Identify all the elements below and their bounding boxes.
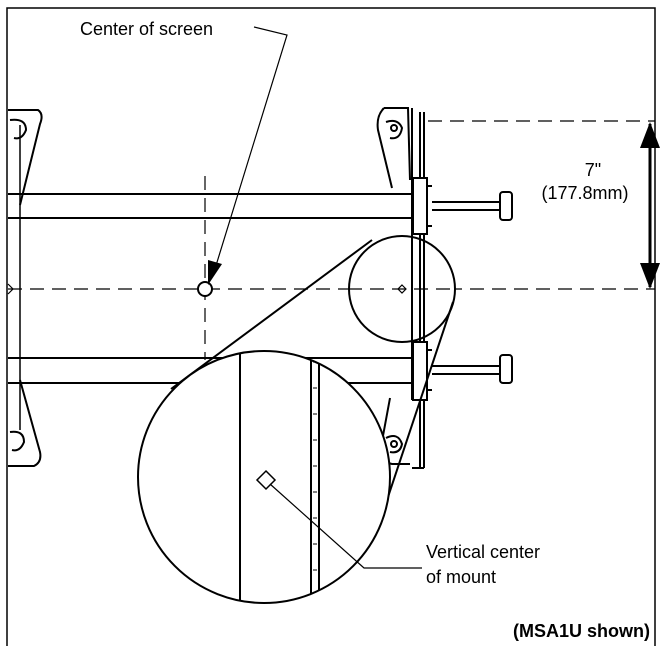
- lower-arm: [432, 354, 513, 384]
- dimension-mm: (177.8mm): [541, 183, 628, 203]
- magnifier-small-contents: [349, 236, 455, 342]
- upper-arm: [432, 191, 513, 221]
- vertical-center-leader-line: [269, 483, 422, 569]
- dimension-inches: 7": [585, 160, 601, 180]
- label-of-mount: of mount: [426, 567, 496, 587]
- left-bottom-bracket: [8, 379, 42, 467]
- screen-center-circle: [197, 281, 213, 297]
- dimension-arrowhead-top: [640, 122, 660, 148]
- diagram-border: [6, 7, 656, 646]
- left-top-bracket: [8, 109, 43, 206]
- model-note: (MSA1U shown): [513, 621, 650, 641]
- label-vertical-center: Vertical center: [426, 542, 540, 562]
- right-top-bracket: [376, 107, 411, 189]
- zoom-contents: [239, 351, 320, 603]
- guide-lines: [8, 120, 655, 360]
- label-center-of-screen: Center of screen: [80, 19, 213, 39]
- dimension-arrowhead-bottom: [640, 263, 660, 289]
- upper-rail: [8, 193, 412, 219]
- small-diamond-marker: [397, 284, 407, 294]
- center-leader-arrowhead: [208, 260, 222, 285]
- tangent-line-left: [170, 239, 373, 390]
- left-edge-marker: [7, 283, 14, 295]
- center-leader-line: [213, 26, 288, 273]
- tangent-line-right: [379, 301, 454, 522]
- upper-clamp: [412, 177, 432, 235]
